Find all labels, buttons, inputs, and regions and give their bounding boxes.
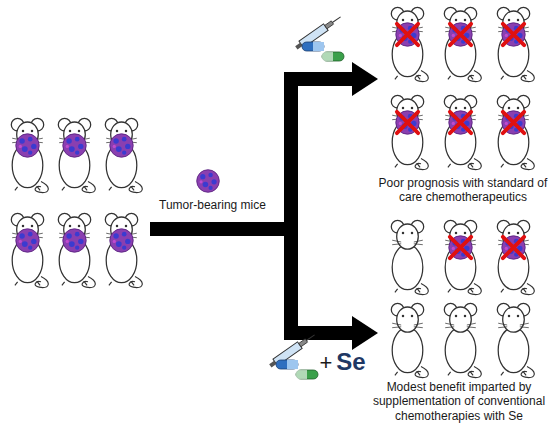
selenium-symbol: Se <box>334 348 368 377</box>
group-label: Tumor-bearing mice <box>155 198 270 212</box>
outcome-caption: Modest benefit imparted by supplementati… <box>368 380 550 423</box>
chemotherapy-icon <box>294 14 344 61</box>
untreated-outcome-mice <box>391 7 534 169</box>
tumor-bearing-mice <box>11 118 142 287</box>
branching-arrow <box>150 62 378 350</box>
tumor-icon <box>197 170 220 193</box>
selenium-outcome-mice <box>391 220 534 377</box>
outcome-caption: Poor prognosis with standard of care che… <box>378 176 548 205</box>
chemotherapy-icon <box>268 332 318 379</box>
plus-sign: + <box>318 350 334 376</box>
